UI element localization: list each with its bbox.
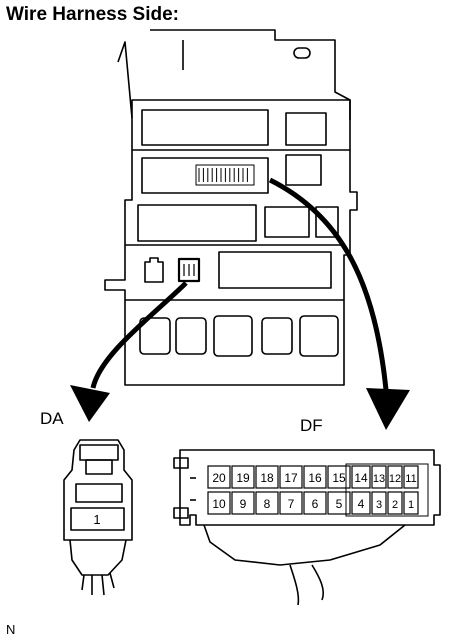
- socket-relay-area: [218, 251, 332, 289]
- socket-bottom-4: [261, 317, 293, 355]
- da-pin-number: 1: [93, 512, 100, 527]
- connector-df-wires: [289, 564, 325, 606]
- socket-upper-large: [141, 109, 269, 146]
- connector-df-label: DF: [300, 416, 323, 435]
- socket-df-highlight: [141, 157, 269, 194]
- connector-da-label: DA: [40, 409, 64, 428]
- connector-da-pin-cavity: [70, 507, 125, 531]
- df-pin-number: 14: [354, 471, 368, 485]
- df-pin-cell: [351, 491, 371, 515]
- socket-mid-left: [137, 204, 257, 242]
- socket-mid-narrow: [315, 206, 339, 238]
- socket-bottom-2: [175, 317, 207, 355]
- socket-bottom-3: [213, 315, 253, 357]
- connector-df-left-ear: [173, 507, 189, 519]
- df-pin-number: 20: [212, 471, 226, 485]
- socket-upper-right: [285, 112, 327, 146]
- arrowhead-da: [70, 385, 110, 422]
- df-pin-number: 2: [392, 499, 398, 511]
- socket-mid-small: [264, 206, 310, 238]
- socket-da-highlight: [177, 257, 201, 283]
- df-pin-number: 5: [336, 497, 343, 511]
- connector-df-right-block: [345, 463, 429, 517]
- figure-code: N: [6, 622, 16, 637]
- df-pin-number: 8: [264, 497, 271, 511]
- df-pin-cell: [403, 465, 419, 489]
- socket-df-pin-ticks: [198, 168, 248, 182]
- df-pin-cell: [351, 465, 371, 489]
- df-pin-number: 10: [212, 497, 226, 511]
- bracket-mount-hole: [293, 47, 311, 59]
- df-pin-cell: [371, 491, 387, 515]
- connector-da-boot: [69, 539, 127, 576]
- bracket-outline: [117, 29, 351, 120]
- connector-da-drawing: [63, 439, 133, 596]
- df-pin-number: 11: [405, 473, 416, 485]
- df-pin-number: 19: [236, 471, 250, 485]
- df-pin-cell: [255, 465, 279, 489]
- df-pin-cell: [403, 491, 419, 515]
- df-pin-number: 7: [288, 497, 295, 511]
- diagram-title: Wire Harness Side:: [6, 4, 180, 25]
- df-pin-number: 12: [389, 473, 401, 485]
- df-pin-cell: [207, 491, 231, 515]
- arrow-to-df: [268, 177, 389, 391]
- df-pin-number: 17: [284, 471, 298, 485]
- df-pin-cell: [327, 465, 351, 489]
- connector-df-drawing: [173, 449, 441, 606]
- df-pin-number: 3: [376, 499, 382, 511]
- socket-da-pin-ticks: [183, 264, 195, 276]
- df-pin-cell: [387, 491, 403, 515]
- socket-df-pin-strip: [195, 164, 255, 186]
- df-pin-cell: [387, 465, 403, 489]
- df-pin-number: 13: [373, 473, 385, 485]
- connector-da-pin-grid: 1: [93, 512, 100, 527]
- df-pin-cell: [303, 465, 327, 489]
- connector-da-lock: [85, 459, 113, 475]
- socket-bottom-5: [299, 315, 339, 357]
- df-pin-cell: [231, 491, 255, 515]
- connector-da-latch: [79, 444, 119, 461]
- df-pin-cell: [279, 465, 303, 489]
- connector-df-boot: [203, 524, 406, 566]
- socket-da-outline: [144, 257, 164, 283]
- arrow-to-da: [90, 281, 188, 389]
- connector-da-body: [63, 439, 133, 541]
- connector-df-left-ear: [173, 457, 189, 469]
- df-pin-number: 9: [240, 497, 247, 511]
- df-pin-cell: [255, 491, 279, 515]
- df-pin-cell: [279, 491, 303, 515]
- df-pin-number: 1: [408, 499, 414, 511]
- arrowhead-df: [366, 388, 410, 430]
- df-pin-cell: [371, 465, 387, 489]
- df-pin-number: 4: [358, 497, 365, 511]
- connector-da-window: [75, 483, 123, 503]
- junction-block-body: [104, 99, 358, 386]
- df-pin-number: 6: [312, 497, 319, 511]
- connector-df-body: [179, 449, 441, 526]
- df-pin-number: 15: [332, 471, 346, 485]
- df-pin-number: 16: [308, 471, 322, 485]
- df-pin-cell: [207, 465, 231, 489]
- socket-bottom-1: [139, 317, 171, 355]
- df-pin-number: 18: [260, 471, 274, 485]
- socket-mid-right: [285, 154, 322, 186]
- df-pin-cell: [327, 491, 351, 515]
- df-pin-cell: [303, 491, 327, 515]
- df-pin-cell: [231, 465, 255, 489]
- connector-da-wires: [81, 572, 115, 596]
